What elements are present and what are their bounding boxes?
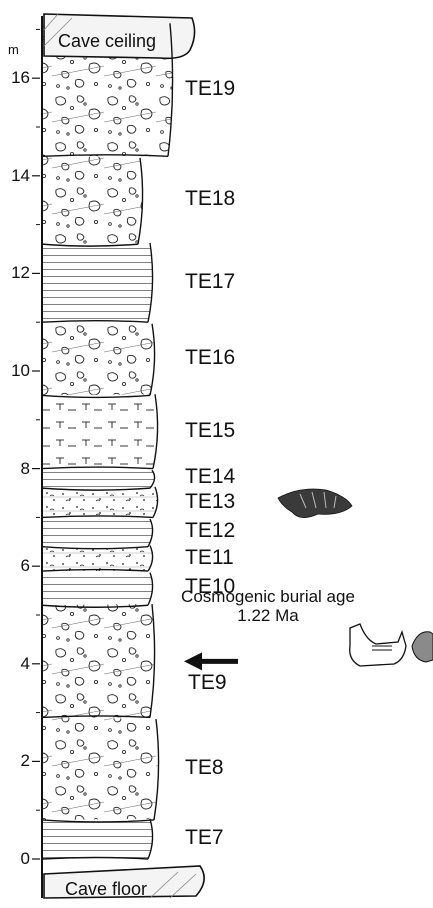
axis-tick-label-6: 6 [4, 556, 30, 576]
unit-label-te14: TE14 [185, 465, 235, 489]
unit-fill-te7 [42, 819, 153, 859]
axis-tick-label-16: 16 [4, 68, 30, 88]
unit-fill-te14 [42, 469, 155, 489]
axis-tick-label-4: 4 [4, 654, 30, 674]
axis-tick-label-0: 0 [4, 849, 30, 869]
unit-label-te19: TE19 [185, 77, 235, 101]
unit-fill-te18 [42, 156, 143, 244]
axis-tick-label-2: 2 [4, 751, 30, 771]
unit-fill-te8 [42, 717, 159, 819]
unit-label-te12: TE12 [185, 519, 235, 543]
axis-tick-label-12: 12 [4, 263, 30, 283]
dating-method-label: Cosmogenic burial age [173, 587, 363, 606]
unit-fill-te9 [42, 604, 155, 717]
unit-label-te18: TE18 [185, 187, 235, 211]
unit-fill-te10 [42, 571, 153, 605]
unit-label-te11: TE11 [185, 546, 234, 570]
unit-label-te8: TE8 [185, 756, 224, 780]
dating-age-value: 1.22 Ma [173, 606, 363, 625]
unit-label-te15: TE15 [185, 419, 235, 443]
unit-fill-te15 [42, 394, 158, 468]
tooth-fossil-te9 [412, 632, 433, 662]
unit-label-te7: TE7 [185, 826, 224, 850]
unit-fill-te17 [42, 243, 153, 322]
unit-label-te16: TE16 [185, 346, 235, 370]
axis-tick-label-10: 10 [4, 361, 30, 381]
mandible-fossil-te9 [350, 624, 406, 666]
unit-label-te9: TE9 [188, 671, 227, 695]
dating-arrow-head [184, 652, 202, 670]
axis-tick-label-8: 8 [4, 459, 30, 479]
unit-label-te17: TE17 [185, 270, 235, 294]
axis-tick-label-14: 14 [4, 166, 30, 186]
cave-ceiling-label: Cave ceiling [58, 31, 156, 52]
unit-fill-te16 [42, 322, 155, 395]
cave-floor-label: Cave floor [65, 879, 147, 900]
dating-annotation: Cosmogenic burial age 1.22 Ma [173, 587, 363, 625]
unit-label-te13: TE13 [185, 490, 235, 514]
unit-fill-te12 [42, 517, 153, 546]
axis-unit-label: m [8, 42, 19, 57]
unit-fill-te13 [42, 487, 158, 517]
